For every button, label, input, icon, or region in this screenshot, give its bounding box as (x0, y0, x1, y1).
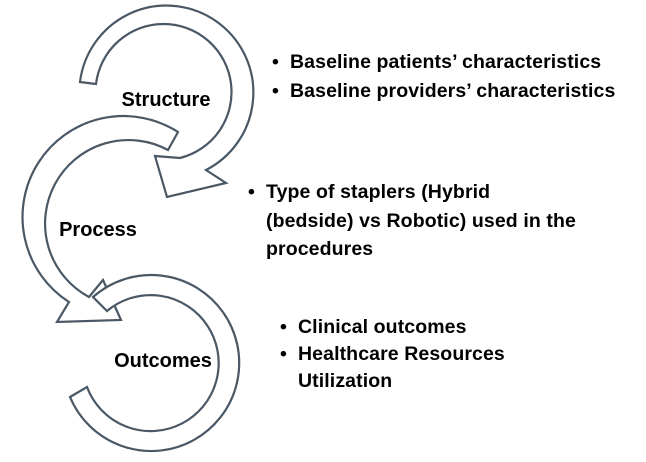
outcomes-cycle-arrow (68, 273, 241, 453)
bullet-item: Type of staplers (Hybrid (bedside) vs Ro… (246, 178, 576, 264)
stage-label-structure: Structure (122, 89, 211, 111)
stage-label-process: Process (59, 219, 137, 241)
structure-bullet-list: Baseline patients’ characteristics Basel… (270, 48, 646, 106)
stage-label-outcomes: Outcomes (114, 350, 212, 372)
process-bullet-list: Type of staplers (Hybrid (bedside) vs Ro… (246, 178, 576, 264)
bullet-item: Baseline providers’ characteristics (270, 77, 646, 106)
bullet-item: Baseline patients’ characteristics (270, 48, 646, 77)
bullet-item: Clinical outcomes (278, 314, 578, 341)
outcomes-bullet-list: Clinical outcomes Healthcare Resources U… (278, 314, 578, 395)
structure-cycle-arrow (78, 4, 255, 199)
bullet-item: Healthcare Resources Utilization (278, 341, 578, 395)
process-cycle-arrow (21, 114, 180, 324)
